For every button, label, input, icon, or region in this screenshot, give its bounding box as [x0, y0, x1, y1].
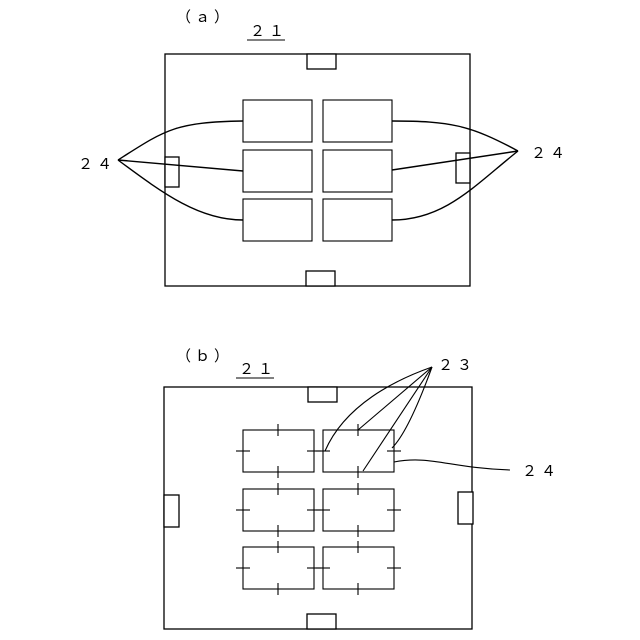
figure-a-chip: [243, 150, 312, 192]
figure-b-lead-24: [394, 460, 510, 470]
figure-b-tab-bottom: [307, 614, 336, 629]
figure-a-right-ref: ２４: [531, 144, 569, 162]
figure-b-chip: [323, 489, 394, 531]
figure-b-lead-23-right: [392, 367, 432, 448]
figure-a-lead-right-lower: [392, 151, 518, 220]
figure-a-tab-left: [165, 157, 179, 187]
figure-a-chip: [323, 199, 392, 241]
figure-a-tab-right: [456, 153, 470, 183]
figure-a-left-ref: ２４: [78, 155, 116, 173]
figure-a-chip: [323, 150, 392, 192]
figure-b-marks-ref: ２３: [438, 356, 476, 374]
figure-a-lead-left-middle: [118, 160, 243, 171]
figure-a-board: [165, 54, 470, 286]
figure-b-label: （ｂ）: [176, 347, 233, 365]
figure-a-chip: [243, 199, 312, 241]
figure-b: （ｂ） ２１: [164, 347, 560, 629]
figure-b-tab-right: [458, 492, 473, 524]
figure-a-board-ref: ２１: [250, 22, 288, 40]
figure-a-lead-left-upper: [118, 121, 243, 160]
figure-b-chip: [243, 547, 314, 589]
figure-b-board-ref: ２１: [239, 360, 277, 378]
figure-b-board: [164, 387, 472, 629]
figure-b-chip: [243, 430, 314, 472]
figure-b-chip: [323, 430, 394, 472]
figure-a-tab-top: [307, 54, 336, 69]
figure-b-chip: [243, 489, 314, 531]
figure-b-tab-top: [308, 387, 337, 402]
figure-a-chip: [243, 100, 312, 142]
figure-a: （ａ） ２１ ２４ ２４: [78, 8, 569, 286]
figure-a-lead-right-upper: [392, 121, 518, 151]
figure-b-tab-left: [164, 495, 179, 527]
figure-b-lead-23-bottom: [363, 367, 432, 471]
figure-a-chip: [323, 100, 392, 142]
figure-b-right-ref: ２４: [522, 462, 560, 480]
figure-a-label: （ａ）: [176, 8, 233, 26]
figure-b-chip: [323, 547, 394, 589]
figure-a-tab-bottom: [306, 271, 335, 286]
